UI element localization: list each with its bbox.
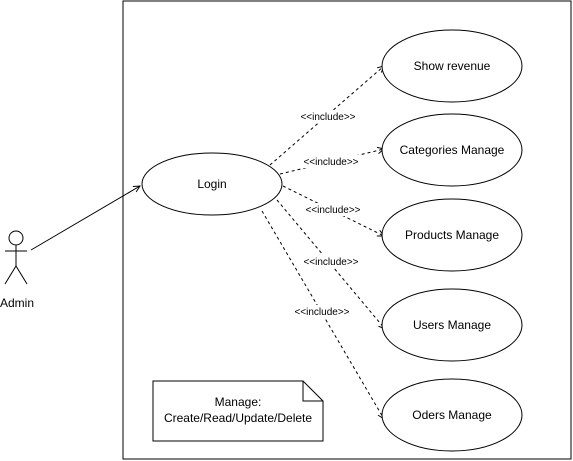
use-case-label: Oders Manage (412, 408, 492, 422)
actor-leg-left (4, 265, 17, 285)
include-label-text: <<include>> (303, 157, 358, 168)
include-label-3: <<include>> (302, 203, 364, 216)
actor-head (8, 230, 24, 246)
use-case-ellipse (141, 152, 283, 216)
include-label-text: <<include>> (300, 112, 355, 123)
use-case-oders-manage[interactable]: Oders Manage (381, 378, 523, 452)
actor-label: Admin (0, 296, 34, 310)
note-line-1: Manage: (215, 395, 262, 409)
system-boundary (122, 0, 572, 460)
use-case-categories-manage[interactable]: Categories Manage (381, 113, 523, 187)
use-case-label: Products Manage (405, 228, 499, 242)
include-label-2: <<include>> (300, 155, 362, 168)
use-case-label: Show revenue (414, 59, 491, 73)
use-case-label: Users Manage (413, 318, 491, 332)
use-case-ellipse (381, 288, 523, 362)
note[interactable]: Manage: Create/Read/Update/Delete (152, 380, 324, 442)
include-label-text: <<include>> (294, 307, 349, 318)
note-line-2: Create/Read/Update/Delete (164, 411, 312, 425)
association-admin-login (30, 186, 140, 251)
use-case-products-manage[interactable]: Products Manage (381, 198, 523, 272)
include-edge-show-revenue (269, 66, 384, 166)
use-case-login[interactable]: Login (141, 152, 283, 216)
use-case-ellipse (381, 113, 523, 187)
use-case-show-revenue[interactable]: Show revenue (381, 29, 523, 103)
use-case-label: Categories Manage (400, 143, 505, 157)
note-fold (302, 381, 323, 402)
use-case-ellipse (381, 198, 523, 272)
use-case-ellipse (381, 378, 523, 452)
use-case-label: Login (197, 177, 226, 191)
use-case-ellipse (381, 29, 523, 103)
use-case-users-manage[interactable]: Users Manage (381, 288, 523, 362)
actor-admin[interactable]: Admin (0, 230, 34, 310)
include-label-text: <<include>> (305, 205, 360, 216)
actor-leg-right (15, 265, 28, 285)
include-label-4: <<include>> (300, 255, 362, 268)
include-label-text: <<include>> (303, 257, 358, 268)
note-shape (152, 380, 324, 442)
include-label-5: <<include>> (291, 305, 353, 318)
include-label-1: <<include>> (297, 110, 359, 123)
